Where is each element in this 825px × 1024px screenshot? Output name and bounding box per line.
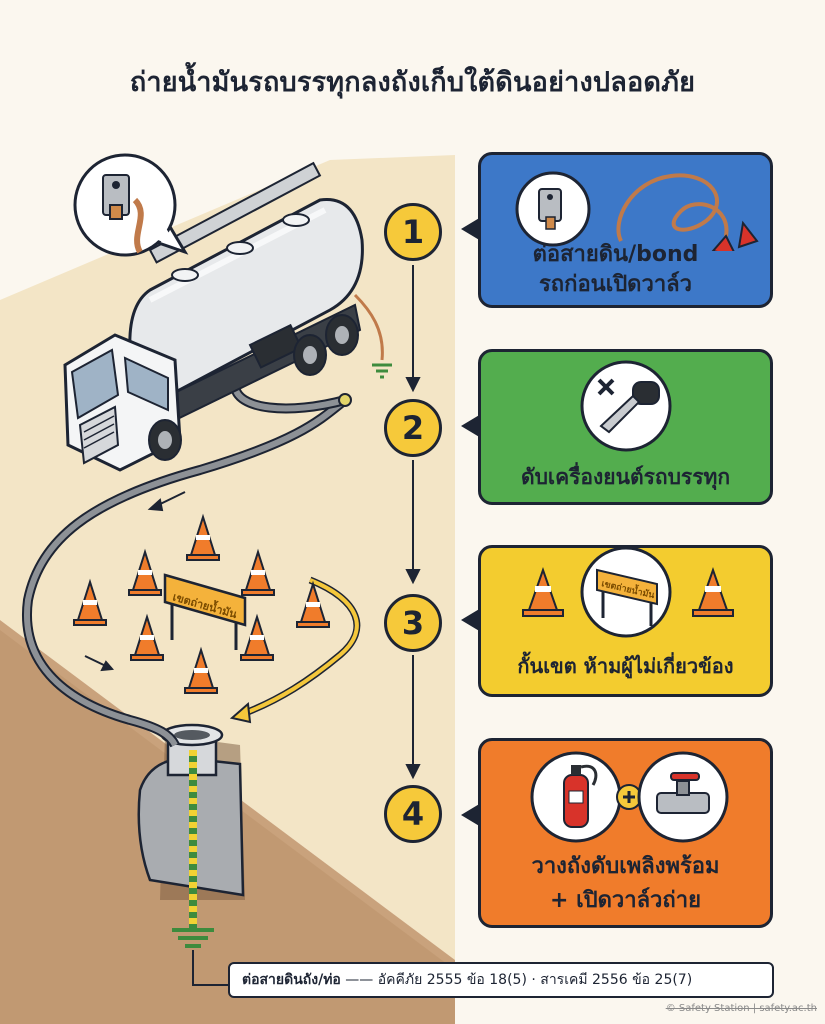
- step-badge-4: 4: [384, 785, 442, 843]
- ground-clamp-icon: [102, 174, 144, 254]
- ground-rod: [172, 750, 228, 986]
- page-title: ถ่ายน้ำมันรถบรรทุกลงถังเก็บใต้ดินอย่างปล…: [129, 67, 696, 98]
- step-badge-1: 1: [384, 203, 442, 261]
- tanker-truck: [63, 161, 392, 472]
- step-badge-3: 3: [384, 594, 442, 652]
- fire-extinguisher-icon: [563, 764, 598, 828]
- step-card-2: ดับเครื่องยนต์รถบรรทุก: [461, 349, 773, 505]
- step-card-1: ต่อสายดิน/bond รถก่อนเปิดวาล์ว: [461, 152, 773, 308]
- step-3-label: กั้นเขต ห้ามผู้ไม่เกี่ยวข้อง: [517, 654, 734, 678]
- barrier-sign-icon: เขตถ่ายน้ำมัน: [163, 573, 247, 650]
- cable-clamp-icon: [616, 173, 759, 251]
- footer-rest: —— อัคคีภัย 2555 ข้อ 18(5) · สารเคมี 255…: [340, 972, 693, 988]
- traffic-cone-icon: [522, 566, 734, 617]
- valve-icon: [656, 772, 710, 814]
- step-flow-line: [405, 265, 421, 780]
- step-2-label: ดับเครื่องยนต์รถบรรทุก: [520, 465, 731, 489]
- footer-bold: ต่อสายดินถัง/ท่อ: [242, 972, 341, 988]
- traffic-cones: [73, 513, 330, 694]
- credit-text: © Safety Station | safety.ac.th: [665, 1003, 817, 1014]
- step-card-3: เขตถ่ายน้ำมัน กั้นเขต ห้ามผู้ไม่เกี่ยวข้…: [461, 545, 773, 697]
- step-1-label-line1: ต่อสายดิน/bond: [532, 242, 699, 267]
- truck-ground-symbol: [372, 363, 392, 379]
- footer-note: ต่อสายดินถัง/ท่อ —— อัคคีภัย 2555 ข้อ 18…: [228, 962, 774, 998]
- step-badge-2: 2: [384, 399, 442, 457]
- step-4-label-line1: วางถังดับเพลิงพร้อม: [531, 854, 720, 879]
- key-icon: [597, 378, 660, 434]
- flow-arrows: [84, 491, 186, 672]
- step-4-label-line2: + เปิดวาล์วถ่าย: [550, 888, 701, 913]
- step-card-4: วางถังดับเพลิงพร้อม + เปิดวาล์วถ่าย: [461, 738, 773, 928]
- ground-clamp-inset: [73, 153, 189, 257]
- step-1-label-line2: รถก่อนเปิดวาล์ว: [538, 272, 693, 297]
- ground-symbol-icon: [172, 928, 214, 948]
